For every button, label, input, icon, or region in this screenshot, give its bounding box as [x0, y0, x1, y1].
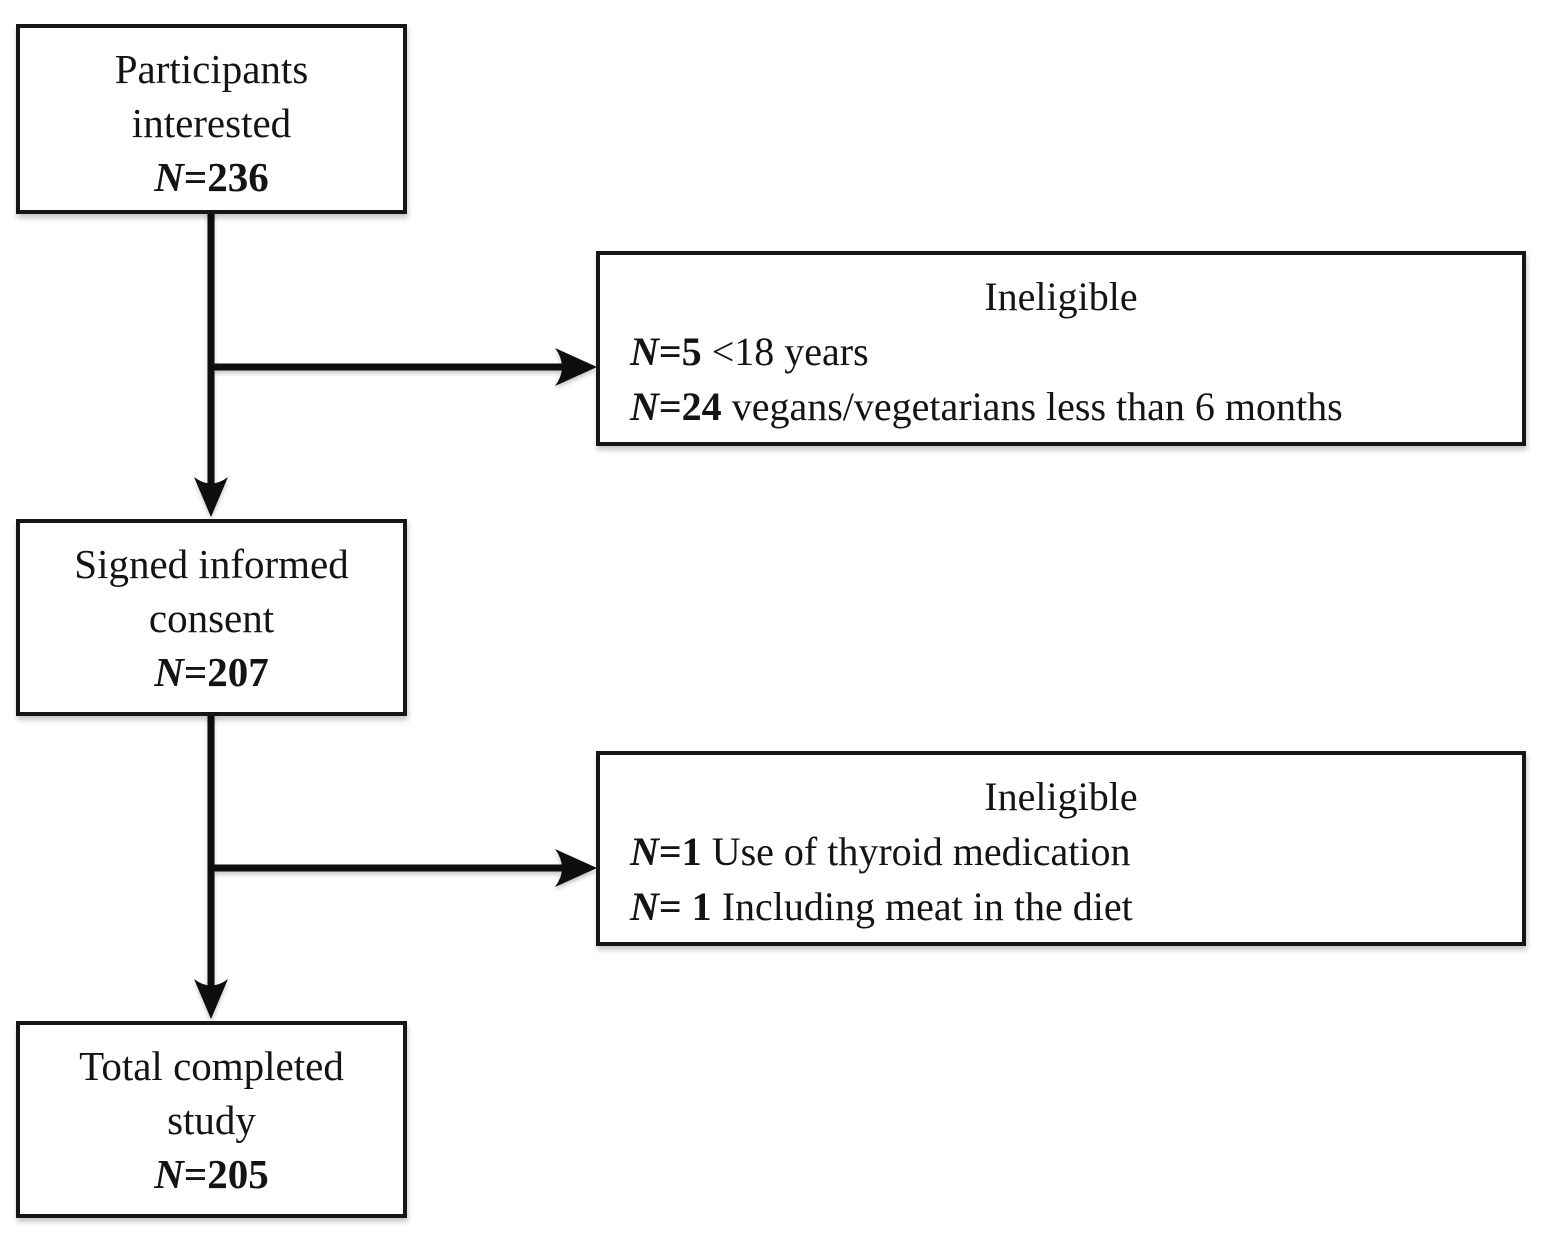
n-value: =207: [183, 649, 269, 695]
n-symbol: N: [630, 384, 659, 429]
box-text-line: consent: [148, 595, 275, 641]
box-text-line: Total completed: [79, 1043, 344, 1089]
ineligible-screening-box: Ineligible N=5 <18 years N=24 vegans/veg…: [596, 251, 1526, 446]
consent-box: Signed informed consent N=207: [16, 519, 407, 716]
n-value: =5: [658, 329, 702, 374]
reason-line: N=1 Use of thyroid medication: [630, 824, 1492, 879]
reason-text: <18 years: [701, 329, 869, 374]
reason-line: N= 1 Including meat in the diet: [630, 879, 1492, 934]
n-value: =1: [658, 829, 702, 874]
reason-text: Including meat in the diet: [711, 884, 1133, 929]
participants-box: Participants interested N=236: [16, 24, 407, 214]
box-text-line: interested: [131, 100, 292, 146]
n-symbol: N: [154, 154, 184, 200]
reason-text: vegans/vegetarians less than 6 months: [721, 384, 1343, 429]
n-count-line: N=207: [154, 645, 268, 699]
n-value: =236: [183, 154, 269, 200]
n-symbol: N: [154, 649, 184, 695]
box-text-line: Participants: [114, 46, 309, 92]
box-text-line: Signed informed: [74, 541, 349, 587]
box-title: Ineligible: [984, 774, 1138, 819]
n-count-line: N=205: [154, 1147, 268, 1201]
completed-study-box: Total completed study N=205: [16, 1021, 407, 1218]
arrowhead-right-enrolled: [555, 849, 597, 887]
box-text-line: study: [167, 1097, 256, 1143]
reason-line: N=5 <18 years: [630, 324, 1492, 379]
n-count-line: N=236: [154, 150, 268, 204]
box-title: Ineligible: [984, 274, 1138, 319]
n-value: =24: [658, 384, 722, 429]
reason-line: N=24 vegans/vegetarians less than 6 mont…: [630, 379, 1492, 434]
n-value: =205: [183, 1151, 269, 1197]
n-symbol: N: [154, 1151, 184, 1197]
arrowhead-right-screening: [555, 348, 597, 386]
n-symbol: N: [630, 884, 659, 929]
n-symbol: N: [630, 829, 659, 874]
arrowhead-down-consent: [194, 477, 228, 517]
n-symbol: N: [630, 329, 659, 374]
reason-text: Use of thyroid medication: [701, 829, 1131, 874]
n-value: = 1: [658, 884, 712, 929]
arrowhead-down-completed: [194, 979, 228, 1019]
ineligible-enrolled-box: Ineligible N=1 Use of thyroid medication…: [596, 751, 1526, 946]
